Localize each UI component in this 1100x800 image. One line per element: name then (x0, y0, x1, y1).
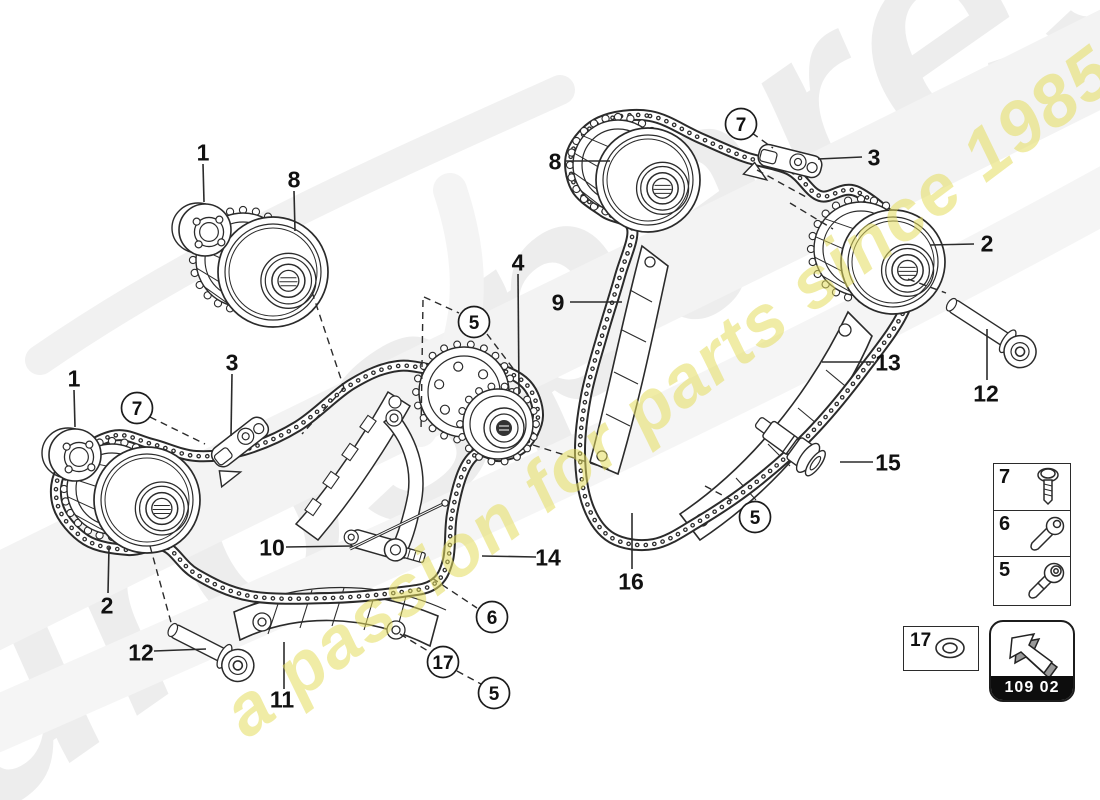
svg-text:7: 7 (132, 399, 143, 420)
svg-text:6: 6 (487, 608, 498, 629)
callout-1[interactable]: 1 (197, 139, 210, 165)
nw-arrow-icon (1004, 626, 1062, 685)
callout-13[interactable]: 13 (875, 349, 901, 375)
callout-2[interactable]: 2 (981, 230, 994, 256)
callout-8[interactable]: 8 (549, 148, 562, 174)
assembly-dashed-lines (149, 132, 947, 685)
svg-text:12: 12 (973, 380, 999, 406)
callout-14[interactable]: 14 (535, 544, 561, 570)
svg-text:15: 15 (875, 449, 901, 475)
callout-8[interactable]: 8 (288, 166, 301, 192)
svg-text:9: 9 (552, 289, 565, 315)
svg-text:12: 12 (128, 639, 154, 665)
callout-9[interactable]: 9 (552, 289, 565, 315)
callout-15[interactable]: 15 (875, 449, 901, 475)
legend-number-7: 7 (999, 466, 1011, 488)
svg-text:2: 2 (101, 592, 114, 618)
screw-icon (1024, 466, 1068, 513)
tensioner-pad-3-left (210, 416, 270, 489)
callout-3[interactable]: 3 (226, 349, 239, 375)
tensioner-bolt-15 (754, 417, 826, 477)
svg-text:11: 11 (270, 686, 295, 712)
callout-2[interactable]: 2 (101, 592, 114, 618)
callout-circled-17[interactable]: 17 (426, 645, 460, 679)
svg-text:3: 3 (226, 349, 239, 375)
double-sprocket-4 (412, 340, 540, 466)
bolt-12-left (167, 622, 255, 683)
svg-text:5: 5 (489, 684, 500, 705)
callout-circled-5[interactable]: 5 (477, 676, 511, 710)
callout-4[interactable]: 4 (512, 249, 525, 275)
callout-circled-6[interactable]: 6 (475, 600, 509, 634)
rotor-bearing-1-left (41, 427, 102, 482)
part-group-badge: 109 02 (989, 620, 1075, 702)
washer-box-17: 17 (903, 626, 979, 671)
callout-16[interactable]: 16 (618, 568, 644, 594)
callout-10[interactable]: 10 (259, 534, 285, 560)
legend-number-6: 6 (999, 512, 1011, 535)
svg-text:1: 1 (68, 365, 81, 391)
tensioner-pad-3-top (742, 143, 823, 182)
svg-text:3: 3 (868, 144, 881, 170)
bolt-12-right (945, 297, 1037, 369)
svg-text:5: 5 (750, 508, 761, 529)
svg-text:5: 5 (469, 313, 480, 334)
svg-text:8: 8 (288, 166, 301, 192)
callout-1[interactable]: 1 (68, 365, 81, 391)
callout-3[interactable]: 3 (868, 144, 881, 170)
svg-text:1: 1 (197, 139, 210, 165)
legend-row-7: 7 (994, 464, 1070, 511)
part-group-code: 109 02 (991, 676, 1073, 700)
chain-tensioner-10 (343, 499, 449, 564)
fastener-legend: 7 6 (993, 463, 1071, 606)
callout-circled-7[interactable]: 7 (724, 107, 758, 141)
rotor-bearing-1-top (171, 202, 232, 257)
chain-guide-9 (589, 244, 669, 476)
svg-text:14: 14 (535, 544, 561, 570)
callout-circled-5[interactable]: 5 (738, 500, 772, 534)
svg-text:4: 4 (512, 249, 525, 275)
legend-row-5: 5 (994, 557, 1070, 604)
callout-leader-lines (73, 156, 988, 689)
camshaft-adjuster-8-top (565, 112, 701, 233)
svg-text:13: 13 (875, 349, 901, 375)
seal-washer-icon (930, 633, 970, 668)
callout-12[interactable]: 12 (128, 639, 154, 665)
svg-text:10: 10 (259, 534, 285, 560)
svg-text:16: 16 (618, 568, 644, 594)
shoulder-bolt-icon (1024, 559, 1068, 606)
svg-text:2: 2 (981, 230, 994, 256)
washer-number: 17 (910, 630, 932, 651)
legend-number-5: 5 (999, 559, 1011, 581)
callout-circled-7[interactable]: 7 (120, 391, 154, 425)
callout-circled-5[interactable]: 5 (457, 305, 491, 339)
legend-row-6: 6 (994, 511, 1070, 560)
chain-guide-11 (233, 586, 447, 648)
callout-11[interactable]: 11 (270, 686, 295, 712)
svg-text:8: 8 (549, 148, 562, 174)
guide-rail (294, 390, 412, 542)
callout-12[interactable]: 12 (973, 380, 999, 406)
svg-text:7: 7 (736, 115, 747, 136)
camshaft-adjuster-2-right (806, 194, 946, 315)
bolt-icon (1024, 513, 1068, 560)
svg-text:17: 17 (432, 653, 453, 674)
